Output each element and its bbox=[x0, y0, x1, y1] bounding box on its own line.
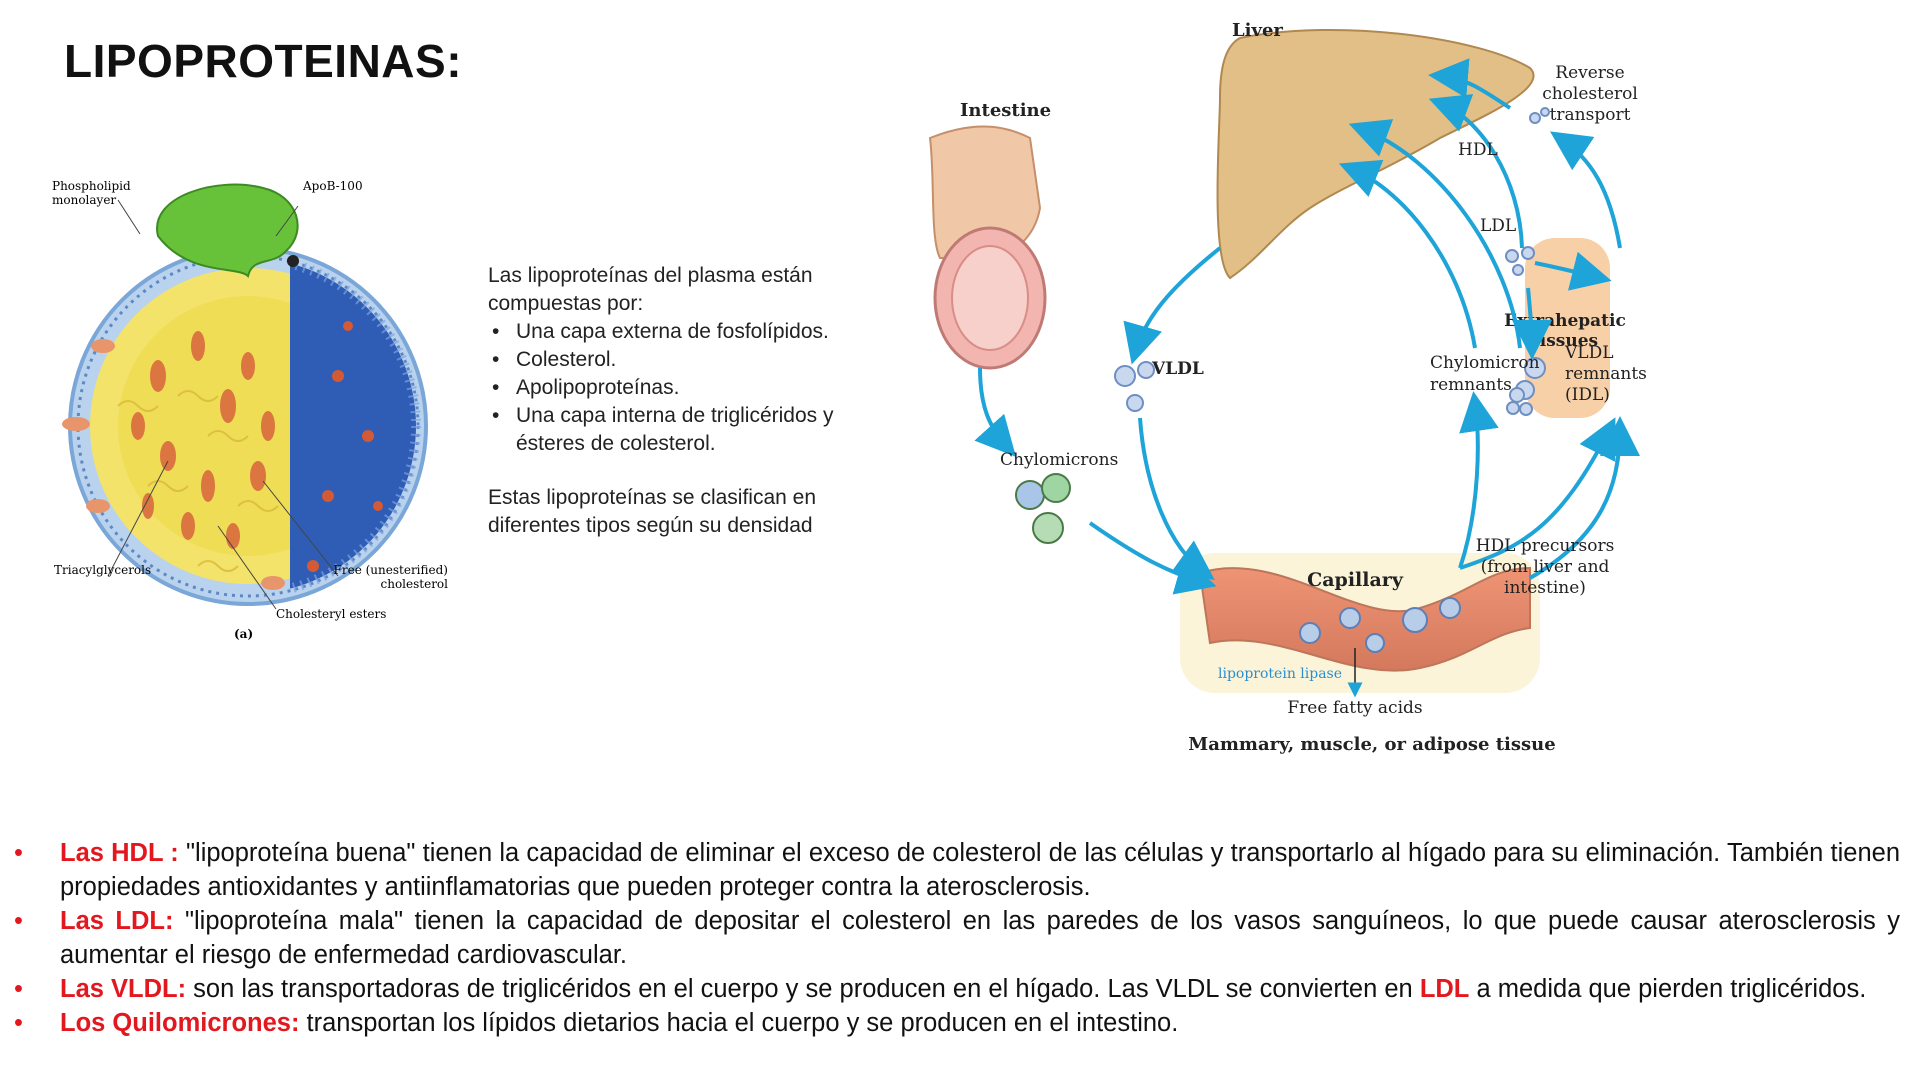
diagram-label-line: cholesterol bbox=[381, 577, 449, 591]
arrow-capillary-to-remnants bbox=[1458, 391, 1499, 569]
list-item-vldl: • Las VLDL: son las transportadoras de tr… bbox=[14, 972, 1900, 1006]
intestine-shape bbox=[928, 125, 1047, 370]
term-ldl: Las LDL: bbox=[60, 907, 174, 935]
cholesteryl-ester-drops bbox=[131, 331, 275, 549]
description-vldl-end: a medida que pierden triglicéridos. bbox=[1469, 975, 1867, 1003]
chylomicron-particle bbox=[1015, 480, 1045, 510]
list-item-ldl: • Las LDL: "lipoproteína mala" tienen la … bbox=[14, 904, 1900, 972]
intro-text: Las lipoproteínas del plasma están compu… bbox=[488, 262, 888, 540]
capillary-shape bbox=[1198, 566, 1531, 672]
ldl-particle bbox=[1521, 246, 1535, 260]
diagram-label-line: (from liver and bbox=[1481, 557, 1610, 577]
arrow-vldl-to-capillary bbox=[1138, 417, 1215, 580]
arrow-liver-to-vldl bbox=[1123, 246, 1222, 365]
bullet-dot: • bbox=[14, 839, 23, 867]
arrow-idl-to-liver bbox=[1348, 119, 1522, 349]
diagram-label-line: intestine) bbox=[1504, 578, 1586, 598]
liver-label: Liver bbox=[1232, 20, 1283, 41]
diagram-label-line: (IDL) bbox=[1565, 385, 1610, 405]
hdl-label: HDL bbox=[1458, 140, 1498, 160]
composition-list: Una capa externa de fosfolípidos. Colest… bbox=[488, 318, 888, 458]
chylomicron-particle bbox=[1032, 512, 1064, 544]
description-vldl: son las transportadoras de triglicéridos… bbox=[186, 975, 1420, 1003]
bullet-dot: • bbox=[14, 975, 23, 1003]
bullet-dot: • bbox=[14, 1009, 23, 1037]
list-item: Apolipoproteínas. bbox=[492, 374, 888, 402]
term-hdl: Las HDL : bbox=[60, 839, 179, 867]
arrow-remnants-to-liver bbox=[1338, 159, 1477, 349]
free-cholesterol-label: Free (unesterified) bbox=[334, 563, 448, 577]
diagram-label-line: remnants bbox=[1430, 375, 1512, 395]
list-item-hdl: • Las HDL : "lipoproteína buena" tienen l… bbox=[14, 836, 1900, 904]
description-hdl: "lipoproteína buena" tienen la capacidad… bbox=[60, 839, 1900, 901]
arrow-idl-to-ldl bbox=[1511, 287, 1552, 360]
lipoprotein-particle-figure: Phospholipid monolayer ApoB-100 Triacylg… bbox=[52, 179, 449, 641]
chylomicron-remnants-label: Chylomicron bbox=[1430, 353, 1540, 373]
diagram-label-line: monolayer bbox=[52, 193, 116, 207]
diagram-label-line: transport bbox=[1550, 105, 1631, 125]
highlight-ldl: LDL bbox=[1419, 975, 1470, 1003]
diagram-label-line: remnants bbox=[1565, 364, 1647, 384]
arrow-ldl-to-tissue bbox=[1534, 251, 1612, 291]
triacylglycerols-label: Triacylglycerols bbox=[54, 563, 151, 577]
vldl-remnants-label: VLDL bbox=[1564, 343, 1614, 363]
vldl-particle bbox=[1114, 365, 1136, 387]
vldl-label: VLDL bbox=[1151, 359, 1204, 379]
idl-particle bbox=[1506, 401, 1520, 415]
arrow-hdl-precursors-to-tissue bbox=[1459, 417, 1616, 570]
arrow-tissue-to-hdl bbox=[1550, 131, 1622, 249]
cholesteryl-esters-label: Cholesteryl esters bbox=[276, 607, 386, 621]
list-item: Una capa externa de fosfolípidos. bbox=[492, 318, 888, 346]
arrow-intestine-to-chylomicrons bbox=[974, 367, 1017, 457]
list-item-quilomicrones: • Los Quilomicrones: transportan los lípi… bbox=[14, 1006, 1900, 1040]
free-fatty-acids-label: Free fatty acids bbox=[1287, 698, 1422, 718]
apob-label: ApoB-100 bbox=[302, 179, 363, 193]
intro-lead: Las lipoproteínas del plasma están compu… bbox=[488, 264, 813, 315]
panel-label: (a) bbox=[234, 627, 253, 641]
arrow-capillary-to-idl bbox=[1529, 416, 1640, 580]
page-title: LIPOPROTEINAS: bbox=[64, 35, 463, 87]
extrahepatic-label: Extrahepatic bbox=[1504, 311, 1626, 331]
hdl-particle bbox=[1540, 107, 1550, 117]
hdl-particle bbox=[1529, 112, 1541, 124]
ldl-particle bbox=[1512, 264, 1524, 276]
intro-closing: Estas lipoproteínas se clasifican en dif… bbox=[488, 486, 817, 537]
list-item: Una capa interna de triglicéridos y éste… bbox=[492, 402, 888, 458]
apob-protein bbox=[156, 183, 299, 278]
term-vldl: Las VLDL: bbox=[60, 975, 187, 1003]
diagram-label-line: cholesterol bbox=[1542, 84, 1638, 104]
arrow-hdl-to-liver bbox=[1428, 58, 1512, 110]
hdl-precursors-label: HDL precursors bbox=[1476, 536, 1615, 556]
intestine-label: Intestine bbox=[960, 100, 1051, 121]
capillary-label: Capillary bbox=[1307, 569, 1404, 591]
vldl-particle bbox=[1126, 394, 1144, 412]
idl-particle bbox=[1509, 387, 1525, 403]
idl-particle bbox=[1519, 402, 1533, 416]
description-ldl: "lipoproteína mala" tienen la capacidad … bbox=[60, 907, 1900, 969]
lipase-label: lipoprotein lipase bbox=[1218, 666, 1342, 682]
bullet-dot: • bbox=[14, 907, 23, 935]
lipoprotein-types-list: • Las HDL : "lipoproteína buena" tienen l… bbox=[14, 836, 1900, 1040]
list-item: Colesterol. bbox=[492, 346, 888, 374]
reverse-transport-label: Reverse bbox=[1555, 63, 1624, 83]
outer-surface bbox=[290, 263, 416, 589]
chylomicron-particle bbox=[1041, 473, 1071, 503]
term-quilomicrones: Los Quilomicrones: bbox=[60, 1009, 300, 1037]
lipoprotein-cycle-diagram: Liver Intestine Extrahepatic tissues Cap… bbox=[928, 20, 1647, 755]
arrow-ldl-to-liver bbox=[1428, 94, 1524, 249]
phospholipid-label: Phospholipid bbox=[52, 179, 131, 193]
ldl-label: LDL bbox=[1480, 216, 1516, 236]
chylomicrons-label: Chylomicrons bbox=[1000, 450, 1118, 470]
ldl-particle bbox=[1505, 249, 1519, 263]
description-quilomicrones: transportan los lípidos dietarios hacia … bbox=[299, 1009, 1179, 1037]
tissue-label: Mammary, muscle, or adipose tissue bbox=[1188, 734, 1555, 755]
